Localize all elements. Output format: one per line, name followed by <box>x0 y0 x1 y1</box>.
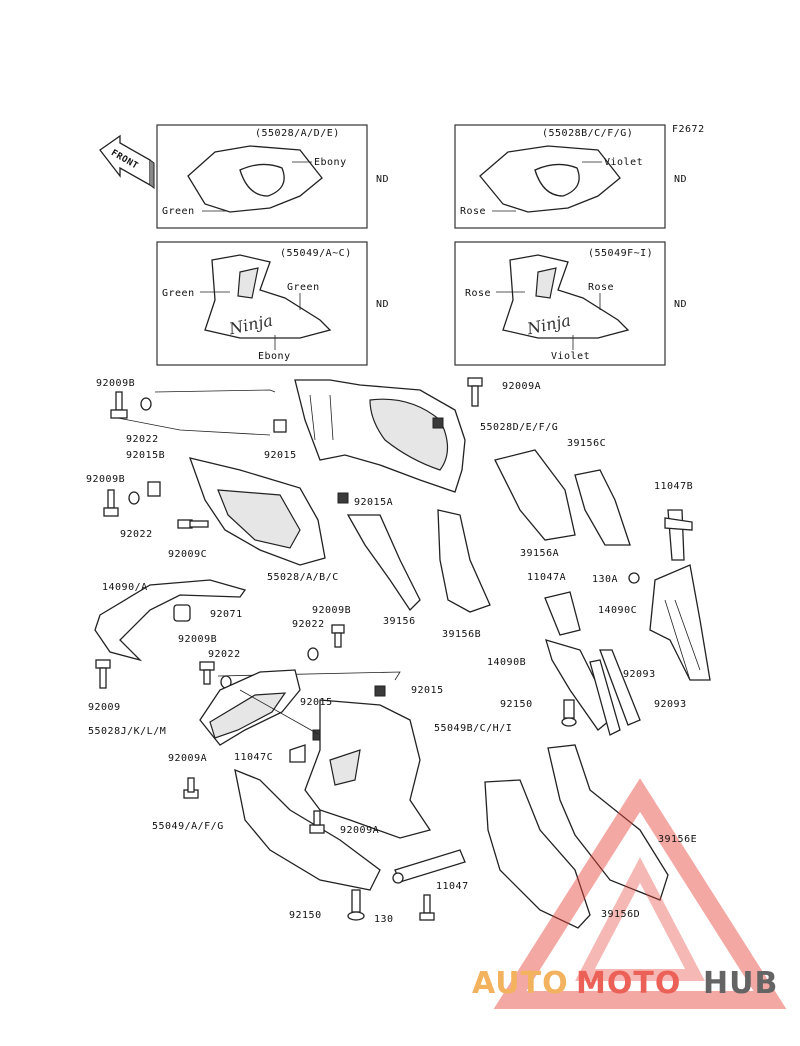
part-label: 92009A <box>168 753 207 764</box>
part-label: 55028J/K/L/M <box>88 726 166 737</box>
box2-note: ND <box>674 174 687 185</box>
part-label: 11047 <box>436 881 469 892</box>
box1-color-1: Ebony <box>314 157 347 168</box>
box3-color-2: Green <box>287 282 320 293</box>
part-label: 92150 <box>500 699 533 710</box>
part-label: 92071 <box>210 609 243 620</box>
box4-code: (55049F~I) <box>588 248 653 259</box>
part-label: 92015 <box>300 697 333 708</box>
box4-color-2: Rose <box>588 282 614 293</box>
part-label: 39156 <box>383 616 416 627</box>
box1-color-2: Green <box>162 206 195 217</box>
box2-color-1: Violet <box>604 157 643 168</box>
part-label: 92022 <box>292 619 325 630</box>
box4-color-3: Violet <box>551 351 590 362</box>
part-label: 14090B <box>487 657 526 668</box>
part-label: 92009 <box>88 702 121 713</box>
part-label: 39156D <box>601 909 640 920</box>
front-arrow-icon: FRONT <box>99 134 155 189</box>
box2-code: (55028B/C/F/G) <box>542 128 633 139</box>
part-label: 55028/A/B/C <box>267 572 339 583</box>
part-label: 92009C <box>168 549 207 560</box>
part-labels: 92009B 92022 92015B 92009B 92022 92009C … <box>86 378 697 925</box>
part-label: 130 <box>374 914 394 925</box>
part-label: 39156C <box>567 438 606 449</box>
part-label: 92009A <box>340 825 379 836</box>
watermark-moto: MOTO <box>576 966 681 1001</box>
part-label: 92022 <box>120 529 153 540</box>
part-label: 92022 <box>126 434 159 445</box>
part-label: 92009B <box>96 378 135 389</box>
box3-note: ND <box>376 299 389 310</box>
part-label: 92009A <box>502 381 541 392</box>
box3-color-1: Green <box>162 288 195 299</box>
part-label: 92015 <box>264 450 297 461</box>
part-label: 11047A <box>527 572 566 583</box>
part-label: 11047B <box>654 481 693 492</box>
watermark: AUTO MOTO HUB <box>472 778 787 1009</box>
part-label: 92150 <box>289 910 322 921</box>
part-label: 55028D/E/F/G <box>480 422 558 433</box>
watermark-triangle-icon <box>493 778 787 1009</box>
part-label: 92093 <box>623 669 656 680</box>
box3-color-3: Ebony <box>258 351 291 362</box>
color-box-3: (55049/A~C) Ninja Green Green Ebony ND <box>156 241 389 366</box>
color-box-4: (55049F~I) Ninja Rose Rose Violet ND <box>454 241 687 366</box>
part-label: 92009B <box>178 634 217 645</box>
part-label: 130A <box>592 574 618 585</box>
box4-color-1: Rose <box>465 288 491 299</box>
box1-note: ND <box>376 174 389 185</box>
part-label: 11047C <box>234 752 273 763</box>
watermark-hub: HUB <box>703 966 778 1001</box>
box3-code: (55049/A~C) <box>280 248 352 259</box>
part-label: 92009B <box>86 474 125 485</box>
figure-code: F2672 <box>672 124 705 135</box>
box4-note: ND <box>674 299 687 310</box>
part-label: 92015A <box>354 497 393 508</box>
part-label: 92022 <box>208 649 241 660</box>
part-label: 92015 <box>411 685 444 696</box>
part-label: 92009B <box>312 605 351 616</box>
watermark-auto: AUTO <box>472 966 569 1001</box>
box1-code: (55028/A/D/E) <box>255 128 340 139</box>
part-label: 14090C <box>598 605 637 616</box>
part-label: 14090/A <box>102 582 148 593</box>
part-label: 39156A <box>520 548 559 559</box>
color-box-2: (55028B/C/F/G) Violet Rose ND <box>454 124 687 229</box>
part-label: 55049/A/F/G <box>152 821 224 832</box>
box2-color-2: Rose <box>460 206 486 217</box>
part-label: 39156B <box>442 629 481 640</box>
part-label: 39156E <box>658 834 697 845</box>
part-label: 55049B/C/H/I <box>434 723 512 734</box>
color-box-1: (55028/A/D/E) Ebony Green ND <box>156 124 389 229</box>
part-label: 92015B <box>126 450 165 461</box>
part-label: 92093 <box>654 699 687 710</box>
parts-drawing <box>94 377 711 929</box>
